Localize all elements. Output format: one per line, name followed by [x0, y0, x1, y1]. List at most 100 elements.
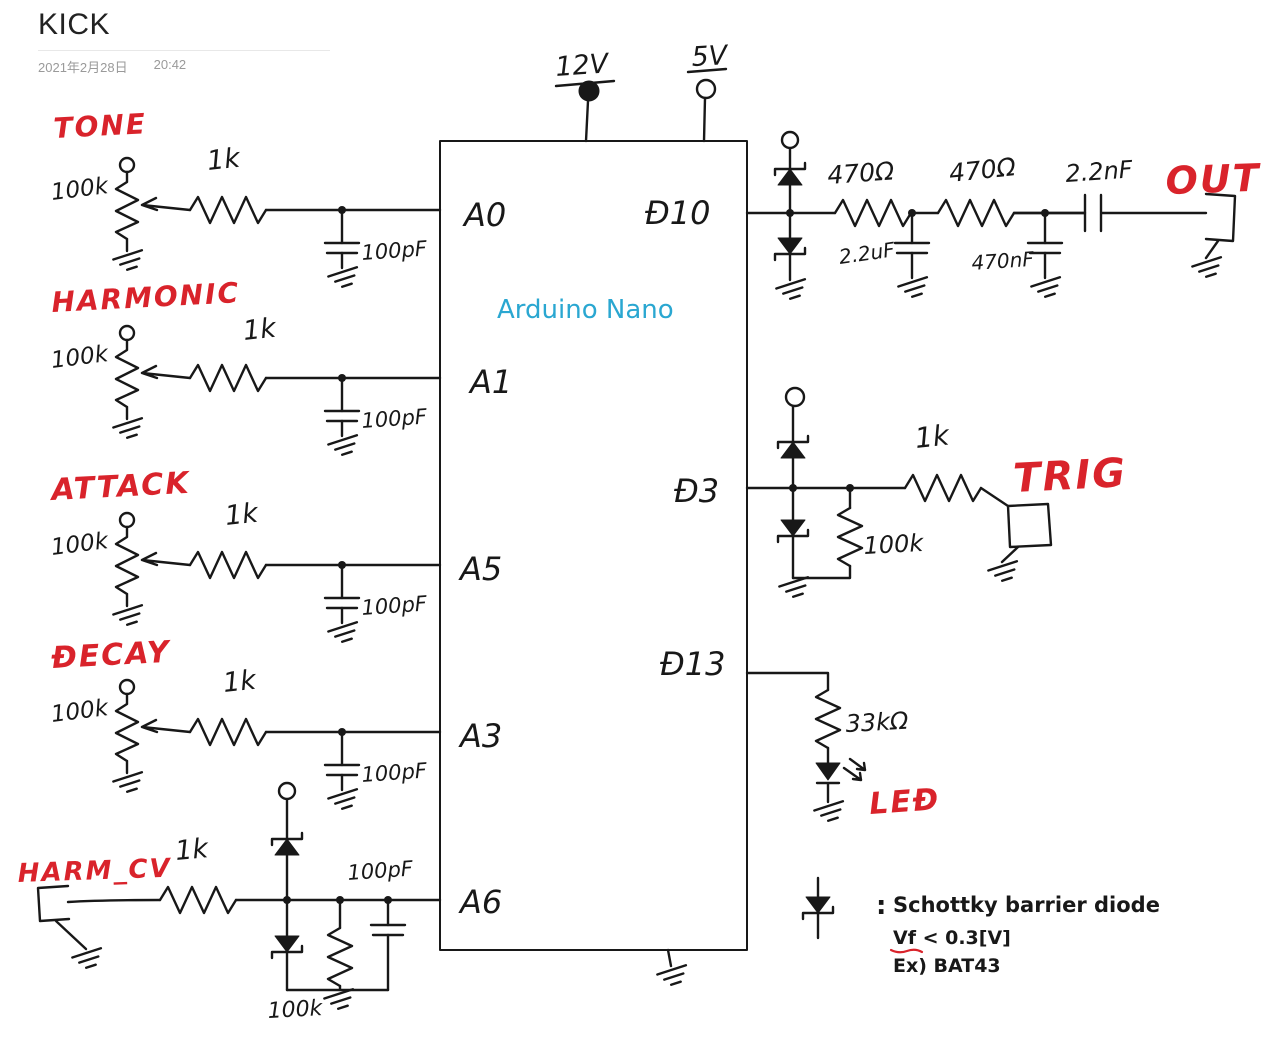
harm-cv-cap-value: 100pF [347, 856, 415, 885]
tone-pot-value: 100k [50, 173, 112, 206]
potentiometer-icon [113, 326, 146, 441]
wiper-arrow [140, 551, 192, 567]
capacitor-icon [323, 241, 361, 255]
capacitor-icon [893, 241, 931, 255]
harm-cv-res-gnd-value: 100k [267, 996, 324, 1024]
out-r1-value: 470Ω [826, 156, 895, 190]
mcu-ground-stem [666, 948, 673, 968]
ground-icon [656, 964, 692, 990]
trig-pull-value: 100k [863, 529, 925, 560]
pin-a1-label: A1 [468, 363, 512, 401]
resistor-icon [833, 198, 913, 228]
input-jack-icon [36, 884, 71, 923]
ground-icon [1030, 276, 1066, 302]
series-capacitor-icon [1012, 193, 1208, 233]
out-label: OUT [1165, 156, 1263, 203]
harm-cv-label: HARM_CV [17, 854, 172, 889]
resistor-icon [188, 550, 268, 580]
potentiometer-icon [113, 158, 146, 273]
wiper-arrow [140, 196, 192, 212]
capacitor-icon [323, 763, 361, 777]
resistor-icon [188, 717, 268, 747]
date-label: 2021年2月28日 [38, 60, 128, 75]
ground-icon [813, 800, 849, 826]
ground-icon [775, 278, 811, 304]
wire [66, 898, 162, 904]
harmonic-pot-value: 100k [50, 341, 112, 374]
ground-icon [987, 560, 1023, 586]
attack-cap-value: 100pF [361, 591, 429, 620]
resistor-icon [188, 363, 268, 393]
ground-icon [897, 276, 933, 302]
power-5v-net [686, 67, 728, 143]
resistor-icon [903, 473, 983, 503]
header-divider [38, 50, 330, 51]
led-res-value: 33kΩ [845, 707, 910, 738]
tone-label: TONE [53, 107, 148, 145]
rail-terminal-icon [277, 781, 297, 801]
ground-icon [323, 988, 359, 1014]
output-net [745, 130, 1237, 304]
time-label: 20:42 [153, 57, 187, 72]
decay-res-value: 1k [221, 665, 258, 699]
resistor-icon [836, 506, 864, 568]
channel-decay-net [113, 680, 442, 814]
wire [745, 671, 830, 692]
channel-tone-net [113, 158, 442, 292]
rail-5v-label: 5V [691, 40, 731, 73]
terminal-5v-icon [695, 78, 717, 100]
resistor-icon [188, 195, 268, 225]
rail-12v-label: 12V [554, 48, 611, 83]
out-jack-icon [1204, 192, 1237, 243]
channel-harmonic-net [113, 326, 442, 460]
capacitor-icon [323, 596, 361, 610]
pin-a5-label: A5 [458, 550, 502, 588]
legend-vf: Vf < 0.3[V] [893, 927, 1011, 949]
ground-icon [1191, 256, 1227, 282]
led-icon [815, 762, 841, 781]
resistor-icon [158, 885, 238, 915]
header-meta: 2021年2月28日 20:42 [38, 57, 186, 76]
harmonic-label: HARMONIC [51, 276, 241, 319]
potentiometer-icon [113, 680, 146, 795]
pin-d3-label: Đ3 [674, 472, 719, 510]
channel-attack-net [113, 513, 442, 647]
capacitor-icon [369, 923, 407, 937]
rail-terminal-icon [780, 130, 800, 150]
resistor-icon [326, 926, 354, 988]
harm-cv-res-value: 1k [174, 833, 211, 867]
harmonic-res-value: 1k [241, 313, 278, 347]
label-underline [554, 79, 616, 88]
potentiometer-icon [113, 513, 146, 628]
wiper-arrow [140, 364, 192, 380]
ground-icon [327, 266, 363, 292]
pin-a3-label: A3 [458, 717, 502, 755]
capacitor-icon [323, 409, 361, 423]
led-net [745, 671, 867, 826]
page-title: KICK [38, 8, 111, 41]
labels-layer: 12V 5V Arduino Nano A0 A1 A5 A3 A6 Đ10 Đ… [17, 40, 1262, 1024]
attack-label: ATTACK [49, 466, 193, 508]
mcu-name-label: Arduino Nano [497, 295, 674, 325]
legend-symbol [801, 876, 835, 940]
label-underline [686, 67, 728, 74]
pin-d13-label: Đ13 [660, 645, 726, 683]
attack-res-value: 1k [223, 498, 260, 532]
out-c2-value: 470nF [971, 247, 1035, 275]
resistor-icon [936, 198, 1016, 228]
trig-label: TRIG [1012, 450, 1128, 502]
tone-res-value: 1k [205, 143, 242, 177]
arduino-nano-body [439, 140, 748, 990]
pin-a6-label: A6 [458, 883, 502, 921]
legend-colon: : [876, 891, 886, 921]
power-12v-net [554, 79, 616, 143]
harm-cv-net [36, 781, 442, 1014]
decay-pot-value: 100k [50, 695, 112, 728]
out-r2-value: 470Ω [948, 152, 1017, 188]
ground-icon [327, 788, 363, 814]
decay-cap-value: 100pF [361, 758, 429, 787]
trig-res-value: 1k [913, 418, 952, 455]
led-label: LEĐ [868, 782, 941, 822]
